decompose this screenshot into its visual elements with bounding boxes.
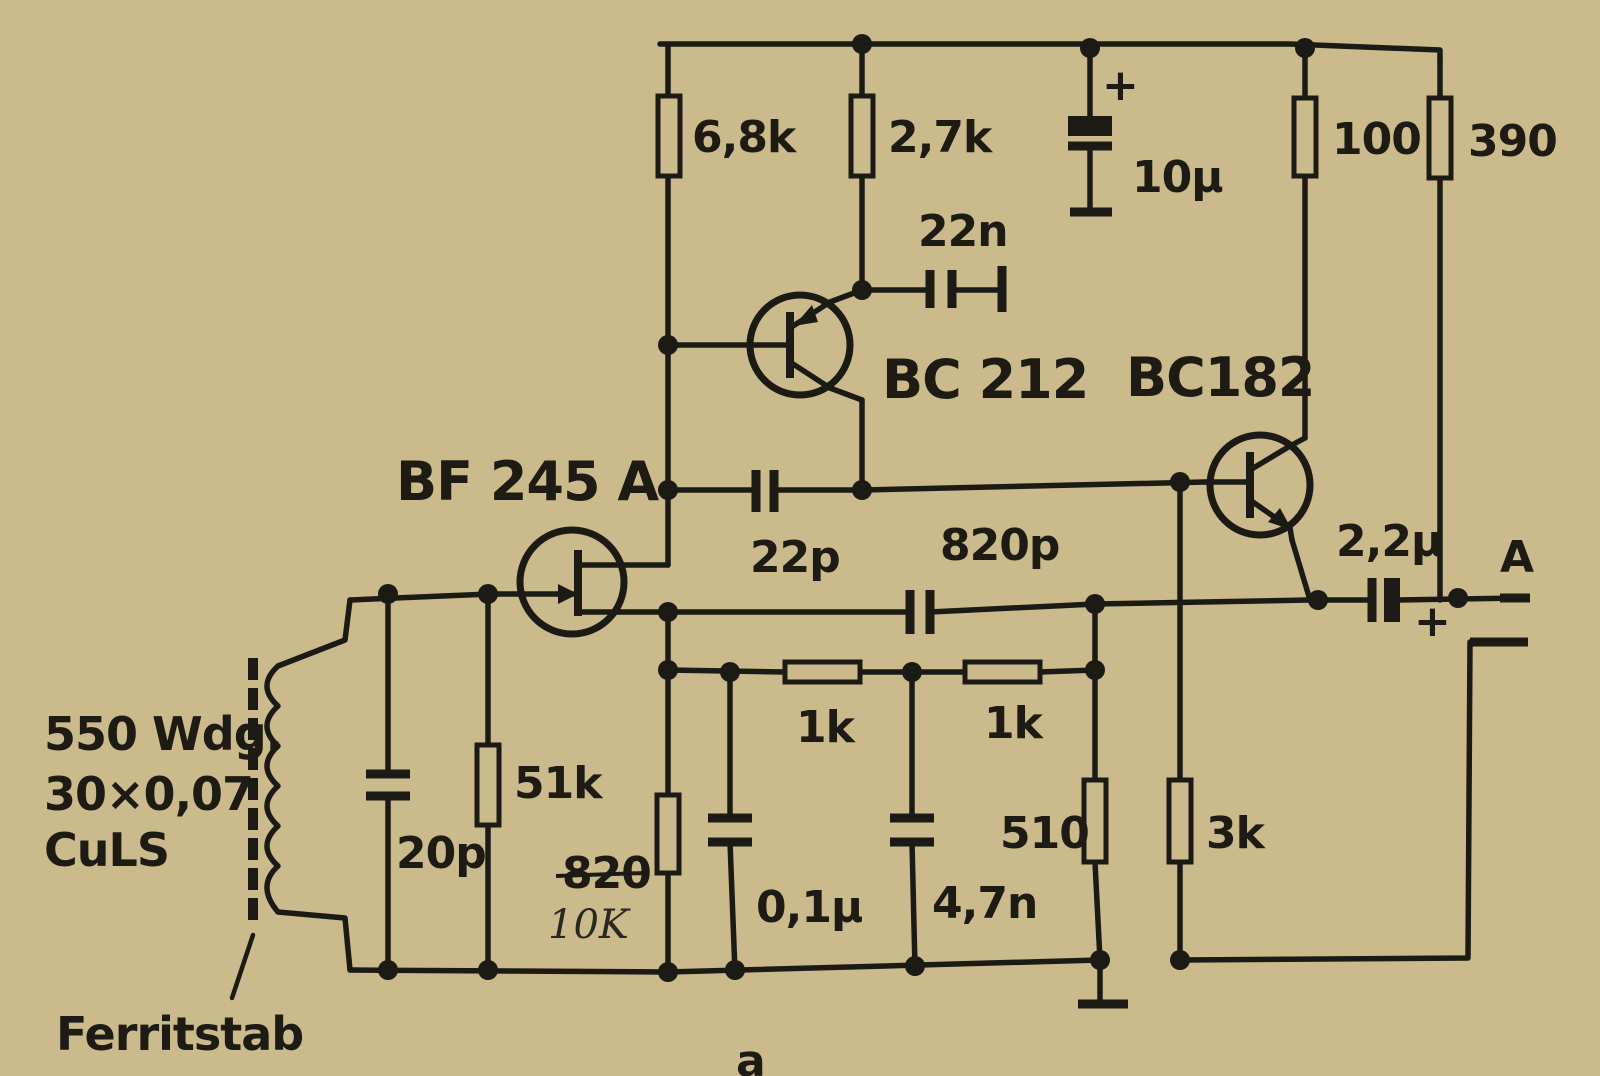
label-c-22p: 22p [750,532,840,583]
label-c-20p: 20p [396,828,486,879]
capacitors [366,116,1400,847]
label-r-1k-b: 1k [984,698,1045,749]
label-c-22n: 22n [918,206,1008,257]
transistor-bf245a [516,526,628,638]
labels: 6,8k 2,7k + 10µ 100 390 22n BC 212 BC182… [44,60,1558,1076]
page-mark: a [736,1036,765,1076]
resistor-820 [654,792,682,876]
resistor-2k7 [848,93,876,179]
antenna-coil [264,663,281,915]
label-c-0u1: 0,1µ [756,882,862,933]
label-c-4n7: 4,7n [932,878,1037,929]
wires [229,41,1523,1003]
label-r-6k8: 6,8k [692,112,798,163]
resistor-100 [1291,95,1319,179]
label-c-820p: 820p [940,520,1059,571]
resistor-510 [1081,777,1109,865]
resistor-3k [1166,777,1194,865]
capacitor-10u [1068,116,1112,217]
label-r-1k-a: 1k [796,702,857,753]
label-r-510: 510 [1000,808,1089,859]
capacitor-4n7 [890,813,934,847]
resistor-51k [474,742,502,828]
capacitor-22p [751,470,779,512]
label-coil-wire: 30×0,07 [44,767,253,821]
label-r-2k7: 2,7k [888,112,994,163]
output-terminals [1470,593,1530,647]
transistor-bc212 [746,287,865,403]
strikethrough-820 [555,871,646,878]
resistor-6k8 [655,93,683,179]
capacitor-820p [905,590,935,634]
resistor-1k-a [782,659,863,685]
label-ferrite-rod: Ferritstab [56,1007,303,1061]
label-coil-turns: 550 Wdg. [44,707,282,761]
transistor-bc182 [1202,431,1314,543]
label-r-390: 390 [1468,116,1557,167]
label-r-820-handwritten: 10K [548,902,631,948]
capacitor-20p [366,769,410,801]
label-output-a: A [1500,532,1534,583]
label-c-2u2: 2,2µ [1336,516,1442,567]
label-plus-10u: + [1102,60,1138,111]
resistor-390 [1426,95,1454,181]
capacitor-22n [925,266,1007,312]
label-coil-type: CuLS [44,823,169,877]
label-plus-2u2: + [1414,596,1450,647]
label-q-bf245a: BF 245 A [396,450,659,513]
label-r-100: 100 [1332,114,1421,165]
label-r-51k: 51k [514,758,604,809]
resistor-1k-b [962,659,1043,685]
resistors [474,93,1454,876]
label-q-bc212: BC 212 [882,348,1088,411]
label-q-bc182: BC182 [1126,346,1315,409]
junction-dots [378,34,1468,982]
capacitor-0u1 [708,813,752,847]
label-r-3k: 3k [1206,808,1267,859]
label-c-10u: 10µ [1132,152,1223,203]
capacitor-2u2 [1367,578,1400,622]
